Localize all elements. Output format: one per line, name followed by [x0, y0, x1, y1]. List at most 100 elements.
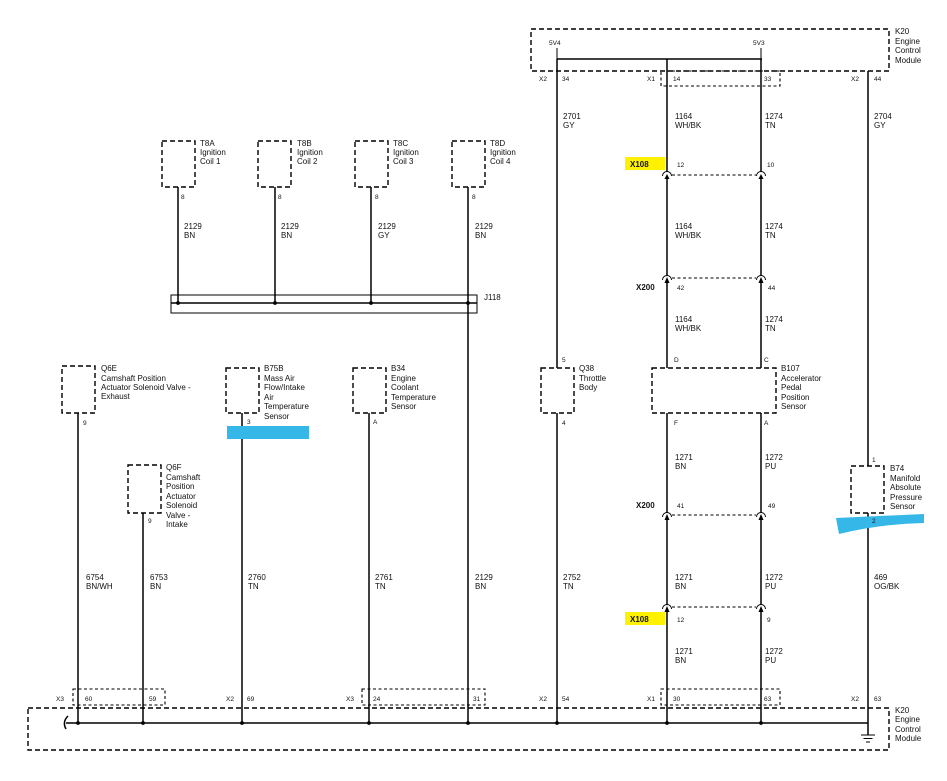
wire-color: BN: [675, 656, 686, 665]
component-label: Coolant: [391, 383, 419, 392]
pin-number: 69: [247, 696, 255, 703]
circuit-number: 1272: [765, 647, 783, 656]
circuit-number: 1274: [765, 112, 783, 121]
pin-number: 8: [472, 194, 476, 201]
component-b74: 2704 GY 1 B74 Manifold Absolute Pressure…: [836, 71, 924, 735]
pin-number: 42: [677, 285, 685, 292]
ecm-bottom: X3 60 59 X2 69 X3 24 31 X2 54 X1 30 63 X…: [27, 688, 922, 751]
wire-color: BN: [475, 231, 486, 240]
pin-number: 8: [375, 194, 379, 201]
wire-color: GY: [378, 231, 390, 240]
highlight-marker: [836, 514, 924, 534]
ecm-bottom-label: K20: [895, 706, 910, 715]
component-label: Q6E: [101, 364, 117, 373]
highlight-marker: [625, 612, 665, 625]
pin-number: 9: [83, 420, 87, 427]
component-q38: 2701 GY 5 Q38 Throttle Body 4 2752 TN: [540, 59, 607, 723]
pin-number: 54: [562, 696, 570, 703]
pin-number: 12: [677, 617, 685, 624]
component-label: Camshaft Position: [101, 374, 166, 383]
component-label: Mass Air: [264, 374, 295, 383]
pin-number: 63: [764, 696, 772, 703]
ecm-top-label: K20: [895, 27, 910, 36]
wire-color: WH/BK: [675, 231, 702, 240]
wire-color: BN: [150, 582, 161, 591]
ground-icon: [861, 734, 875, 743]
wire-color: BN: [475, 582, 486, 591]
wire-color: TN: [765, 121, 776, 130]
pin-number: 24: [373, 696, 381, 703]
circuit-number: 1272: [765, 573, 783, 582]
component-label: Valve -: [166, 511, 191, 520]
component-box: [161, 140, 196, 188]
component-label: Air: [264, 393, 274, 402]
circuit-number: 2129: [184, 222, 202, 231]
pin-number: 60: [85, 696, 93, 703]
ecm-top-label: Control: [895, 46, 921, 55]
component-label: Q38: [579, 364, 595, 373]
component-label: Sensor: [781, 402, 807, 411]
component-box: [127, 464, 162, 514]
connector-id: X2: [851, 76, 859, 83]
splice-label: J118: [484, 293, 501, 302]
component-box: [225, 367, 260, 414]
inline-connector-x200-upper: X200 42 44: [636, 275, 776, 292]
pin-number: 44: [874, 76, 882, 83]
component-label: Ignition: [297, 148, 323, 157]
circuit-number: 2761: [375, 573, 393, 582]
pin-number: 4: [562, 420, 566, 427]
highlight-marker: [625, 157, 665, 170]
component-box: [850, 465, 885, 514]
pin-number: 34: [562, 76, 570, 83]
circuit-number: 2129: [475, 222, 493, 231]
pin-number: 31: [473, 696, 481, 703]
connector-box: [361, 688, 486, 706]
component-b107: B107 Accelerator Pedal Position Sensor D…: [651, 59, 822, 723]
component-box: [540, 367, 575, 414]
component-label: T8A: [200, 139, 215, 148]
connector-box: [660, 688, 781, 706]
inline-connector-x200-lower: X200 41 49: [636, 501, 776, 520]
circuit-number: 1271: [675, 573, 693, 582]
ecm-bottom-box: [27, 707, 890, 751]
circuit-number: 1271: [675, 647, 693, 656]
ignition-coil-t8a: T8A Ignition Coil 1 8 2129 BN: [161, 139, 226, 303]
reference-voltage-label: 5V3: [753, 40, 765, 47]
component-label: Flow/Intake: [264, 383, 305, 392]
circuit-number: 2701: [563, 112, 581, 121]
circuit-number: 6753: [150, 573, 168, 582]
inline-connector-x108-lower: 12 9 X108: [625, 604, 771, 625]
component-label: Actuator Solenoid Valve -: [101, 383, 191, 392]
connector-id: X2: [851, 696, 859, 703]
component-label: Pedal: [781, 383, 802, 392]
connector-id: X1: [647, 76, 655, 83]
circuit-number: 1272: [765, 453, 783, 462]
ecm-top-box: [530, 28, 890, 72]
circuit-number: 1164: [675, 315, 693, 324]
circuit-number: 1164: [675, 112, 693, 121]
component-label: Exhaust: [101, 392, 131, 401]
component-label: Position: [781, 393, 809, 402]
pin-number: A: [764, 420, 769, 427]
wire-color: PU: [765, 462, 776, 471]
wire-color: PU: [765, 582, 776, 591]
pin-number: F: [674, 420, 678, 427]
pin-number: 8: [278, 194, 282, 201]
pin-number: 9: [767, 617, 771, 624]
component-label: Body: [579, 383, 597, 392]
pin-number: 49: [768, 503, 776, 510]
inline-connector-x108-upper: X108 12 10: [625, 157, 775, 179]
wire-color: TN: [563, 582, 574, 591]
connector-id: X3: [346, 696, 354, 703]
component-box: [354, 140, 389, 188]
component-label: Temperature: [391, 393, 436, 402]
component-label: Temperature: [264, 402, 309, 411]
ecm-bottom-label: Control: [895, 725, 921, 734]
circuit-number: 2129: [281, 222, 299, 231]
pin-number: 14: [673, 76, 681, 83]
pin-number: 2: [872, 518, 876, 525]
component-label: Camshaft: [166, 473, 201, 482]
component-label: B34: [391, 364, 406, 373]
wire-color: BN: [675, 582, 686, 591]
component-label: Engine: [391, 374, 416, 383]
